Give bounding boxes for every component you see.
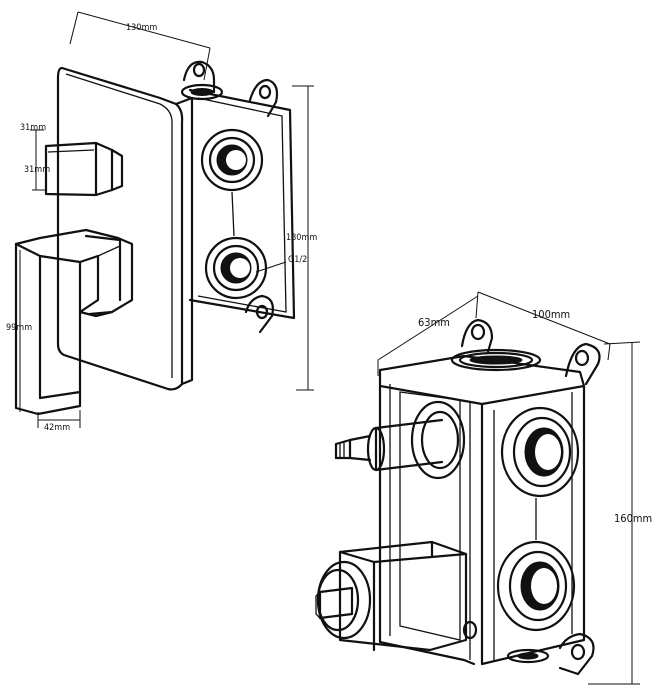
thread-callout: G1/2 (255, 255, 307, 273)
dimension-100: 100mm (475, 291, 611, 361)
dimension-180: 180mm (286, 85, 317, 391)
label-g12: G1/2 (288, 255, 307, 265)
cartridge-spindle (334, 400, 466, 480)
label-130mm: 130mm (126, 23, 157, 33)
label-31mm-side: 31mm (24, 165, 50, 175)
valve-body-front (180, 60, 296, 334)
cover-plate-assembly (14, 60, 296, 416)
outlet-lower (496, 540, 576, 632)
temperature-knob (44, 141, 124, 197)
dimension-130: 130mm (69, 11, 211, 81)
diverter-lever (14, 228, 134, 416)
valve-body-isometric (315, 318, 601, 676)
dimension-99: 99mm (6, 250, 32, 412)
diverter-block (315, 540, 468, 652)
dimension-160: 160mm (588, 341, 652, 685)
label-180mm: 180mm (286, 233, 317, 243)
dimension-63: 63mm (377, 295, 479, 376)
label-99mm: 99mm (6, 323, 32, 333)
label-100mm: 100mm (532, 308, 570, 321)
label-31mm-top: 31mm (20, 123, 46, 133)
label-63mm: 63mm (418, 316, 450, 329)
label-42mm: 42mm (44, 423, 70, 433)
dimension-42: 42mm (37, 410, 81, 433)
dimension-31: 31mm 31mm (20, 123, 50, 191)
label-160mm: 160mm (614, 512, 652, 525)
outlet-upper (500, 406, 580, 498)
